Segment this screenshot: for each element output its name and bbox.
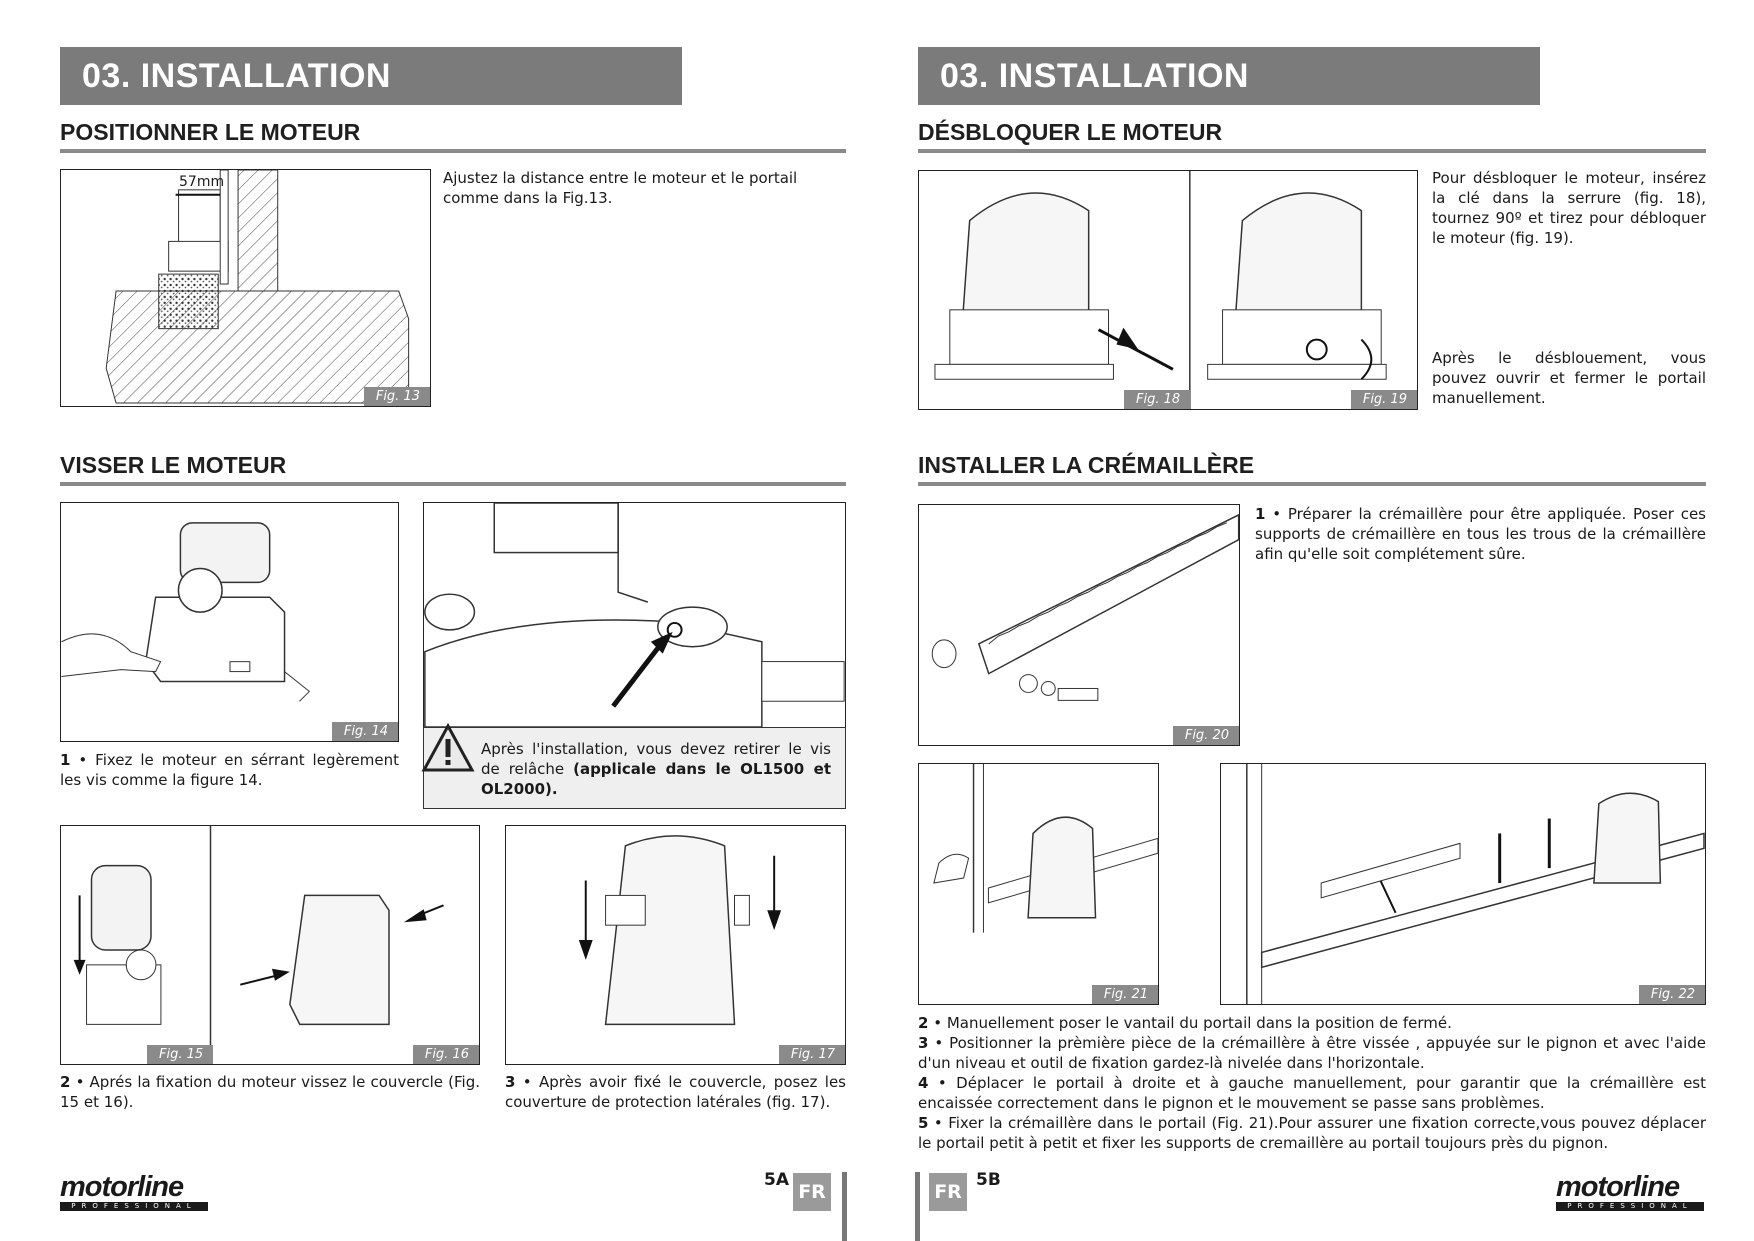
fig13-image: 57mm Fig. 13 xyxy=(60,169,431,407)
fig20-drawing xyxy=(931,513,1239,701)
warning-icon xyxy=(421,722,475,772)
cremaillere-step5-num: 5 xyxy=(918,1114,929,1132)
fig22-label: Fig. 22 xyxy=(1638,985,1705,1004)
visser-step2-text: • Aprés la fixation du moteur vissez le … xyxy=(60,1073,480,1111)
fig22-image: Fig. 22 xyxy=(1220,763,1706,1005)
fig17-image: Fig. 17 xyxy=(505,825,846,1065)
cremaillere-step4-text: • Déplacer le portail à droite et à gauc… xyxy=(918,1074,1706,1112)
cremaillere-step5: 5 • Fixer la crémaillère dans le portail… xyxy=(918,1113,1706,1153)
fig17-drawing xyxy=(578,835,782,1026)
visser-step1-text: • Fixez le moteur en sérrant legèrement … xyxy=(60,751,399,789)
cremaillere-step3-text: • Positionner la prèmière pièce de la cr… xyxy=(918,1034,1706,1072)
fig15-16-drawing xyxy=(73,826,444,1064)
fig18-19-drawing xyxy=(934,171,1387,409)
cremaillere-step5-text: • Fixer la crémaillère dans le portail (… xyxy=(918,1114,1706,1152)
right-title-desbloquer: DÉSBLOQUER LE MOTEUR xyxy=(918,119,1706,153)
warning-text: Après l'installation, vous devez retirer… xyxy=(481,740,831,778)
right-section-banner: 03. INSTALLATION xyxy=(918,47,1540,105)
fig21-image: Fig. 21 xyxy=(918,763,1159,1005)
fig19-label: Fig. 19 xyxy=(1350,390,1417,409)
left-page-number: 5A xyxy=(764,1170,789,1190)
cremaillere-step4-num: 4 xyxy=(918,1074,929,1092)
fig18-label: Fig. 18 xyxy=(1124,390,1191,409)
cremaillere-steps-2-5: 2 • Manuellement poser le vantail du por… xyxy=(918,1013,1706,1153)
warning-bold-text: (applicale dans le OL1500 et OL2000). xyxy=(481,760,831,798)
fig16-label: Fig. 16 xyxy=(412,1045,479,1064)
visser-step2-num: 2 xyxy=(60,1073,71,1091)
right-lang-badge: FR xyxy=(929,1173,967,1211)
right-title-cremaillere: INSTALLER LA CRÉMAILLÈRE xyxy=(918,452,1706,486)
cremaillere-step1-text: • Préparer la crémaillère pour être appl… xyxy=(1255,505,1706,563)
fig13-label: Fig. 13 xyxy=(363,387,430,406)
fig14-drawing xyxy=(61,522,311,702)
fig14-label: Fig. 14 xyxy=(331,722,398,741)
fig20-image: Fig. 20 xyxy=(918,504,1240,746)
visser-step1: 1 • Fixez le moteur en sérrant legèremen… xyxy=(60,750,399,790)
left-title-positionner: POSITIONNER LE MOTEUR xyxy=(60,119,846,153)
cremaillere-step2: 2 • Manuellement poser le vantail du por… xyxy=(918,1013,1706,1033)
fig21-label: Fig. 21 xyxy=(1091,985,1158,1004)
fig13-dimension: 57mm xyxy=(179,174,225,190)
cremaillere-step1: 1 • Préparer la crémaillère pour être ap… xyxy=(1255,504,1706,564)
screw-detail-drawing xyxy=(424,503,845,727)
left-page-edge-bar xyxy=(842,1172,847,1241)
left-section-banner: 03. INSTALLATION xyxy=(60,47,682,105)
fig20-label: Fig. 20 xyxy=(1172,726,1239,745)
cremaillere-step2-text: • Manuellement poser le vantail du porta… xyxy=(928,1014,1452,1032)
left-logo-text: motorline xyxy=(60,1171,184,1203)
unlock-text-1: Pour désbloquer le moteur, insérez la cl… xyxy=(1432,169,1706,247)
cremaillere-step4: 4 • Déplacer le portail à droite et à ga… xyxy=(918,1073,1706,1113)
positionner-text: Ajustez la distance entre le moteur et l… xyxy=(443,169,798,207)
fig15-16-image: Fig. 15 Fig. 16 xyxy=(60,825,480,1065)
left-motorline-logo: motorline PROFESSIONAL xyxy=(60,1172,208,1211)
fig15-label: Fig. 15 xyxy=(147,1045,214,1064)
fig18-19-image: Fig. 18 Fig. 19 xyxy=(918,170,1418,410)
right-page-edge-bar xyxy=(915,1172,920,1241)
warning-box: Après l'installation, vous devez retirer… xyxy=(421,722,846,809)
cremaillere-step3: 3 • Positionner la prèmière pièce de la … xyxy=(918,1033,1706,1073)
fig13-drawing xyxy=(105,170,410,404)
visser-step1-num: 1 xyxy=(60,751,71,769)
fig-screw-detail xyxy=(423,502,846,728)
unlock-text-2: Après le désblouement, vous pouvez ouvri… xyxy=(1432,349,1706,407)
cremaillere-step1-num: 1 xyxy=(1255,505,1266,523)
right-motorline-logo: motorline PROFESSIONAL xyxy=(1556,1172,1704,1211)
right-logo-sub: PROFESSIONAL xyxy=(1556,1202,1704,1211)
left-title-visser: VISSER LE MOTEUR xyxy=(60,452,846,486)
left-lang-badge: FR xyxy=(793,1173,831,1211)
right-logo-text: motorline xyxy=(1556,1171,1680,1203)
cremaillere-step3-num: 3 xyxy=(918,1034,929,1052)
fig17-label: Fig. 17 xyxy=(778,1045,845,1064)
left-logo-sub: PROFESSIONAL xyxy=(60,1202,208,1211)
fig21-drawing xyxy=(933,764,1158,933)
visser-step3: 3 • Après avoir fixé le couvercle, posez… xyxy=(505,1072,846,1112)
visser-step3-text: • Après avoir fixé le couvercle, posez l… xyxy=(505,1073,846,1111)
visser-step2: 2 • Aprés la fixation du moteur vissez l… xyxy=(60,1072,480,1112)
right-page-number: 5B xyxy=(976,1170,1001,1190)
fig22-drawing xyxy=(1246,764,1705,1004)
visser-step3-num: 3 xyxy=(505,1073,516,1091)
cremaillere-step2-num: 2 xyxy=(918,1014,929,1032)
fig14-image: Fig. 14 xyxy=(60,502,399,742)
